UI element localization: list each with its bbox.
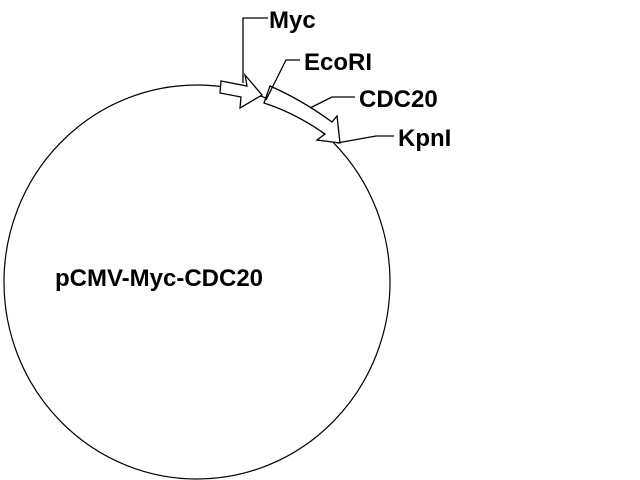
myc-leader-line xyxy=(242,17,268,83)
plasmid-backbone xyxy=(3,84,391,480)
cdc20-label: CDC20 xyxy=(359,86,438,113)
kpni-label: KpnI xyxy=(398,125,451,152)
cdc20-feature-arrow xyxy=(263,85,341,144)
myc-label: Myc xyxy=(269,7,316,34)
plasmid-name-label: pCMV-Myc-CDC20 xyxy=(55,265,263,292)
ecori-leader-line xyxy=(265,59,300,101)
cdc20-leader-line xyxy=(309,96,355,109)
myc-feature-arrow xyxy=(219,72,263,110)
ecori-label: EcoRI xyxy=(304,49,372,76)
kpni-leader-line xyxy=(336,135,394,144)
